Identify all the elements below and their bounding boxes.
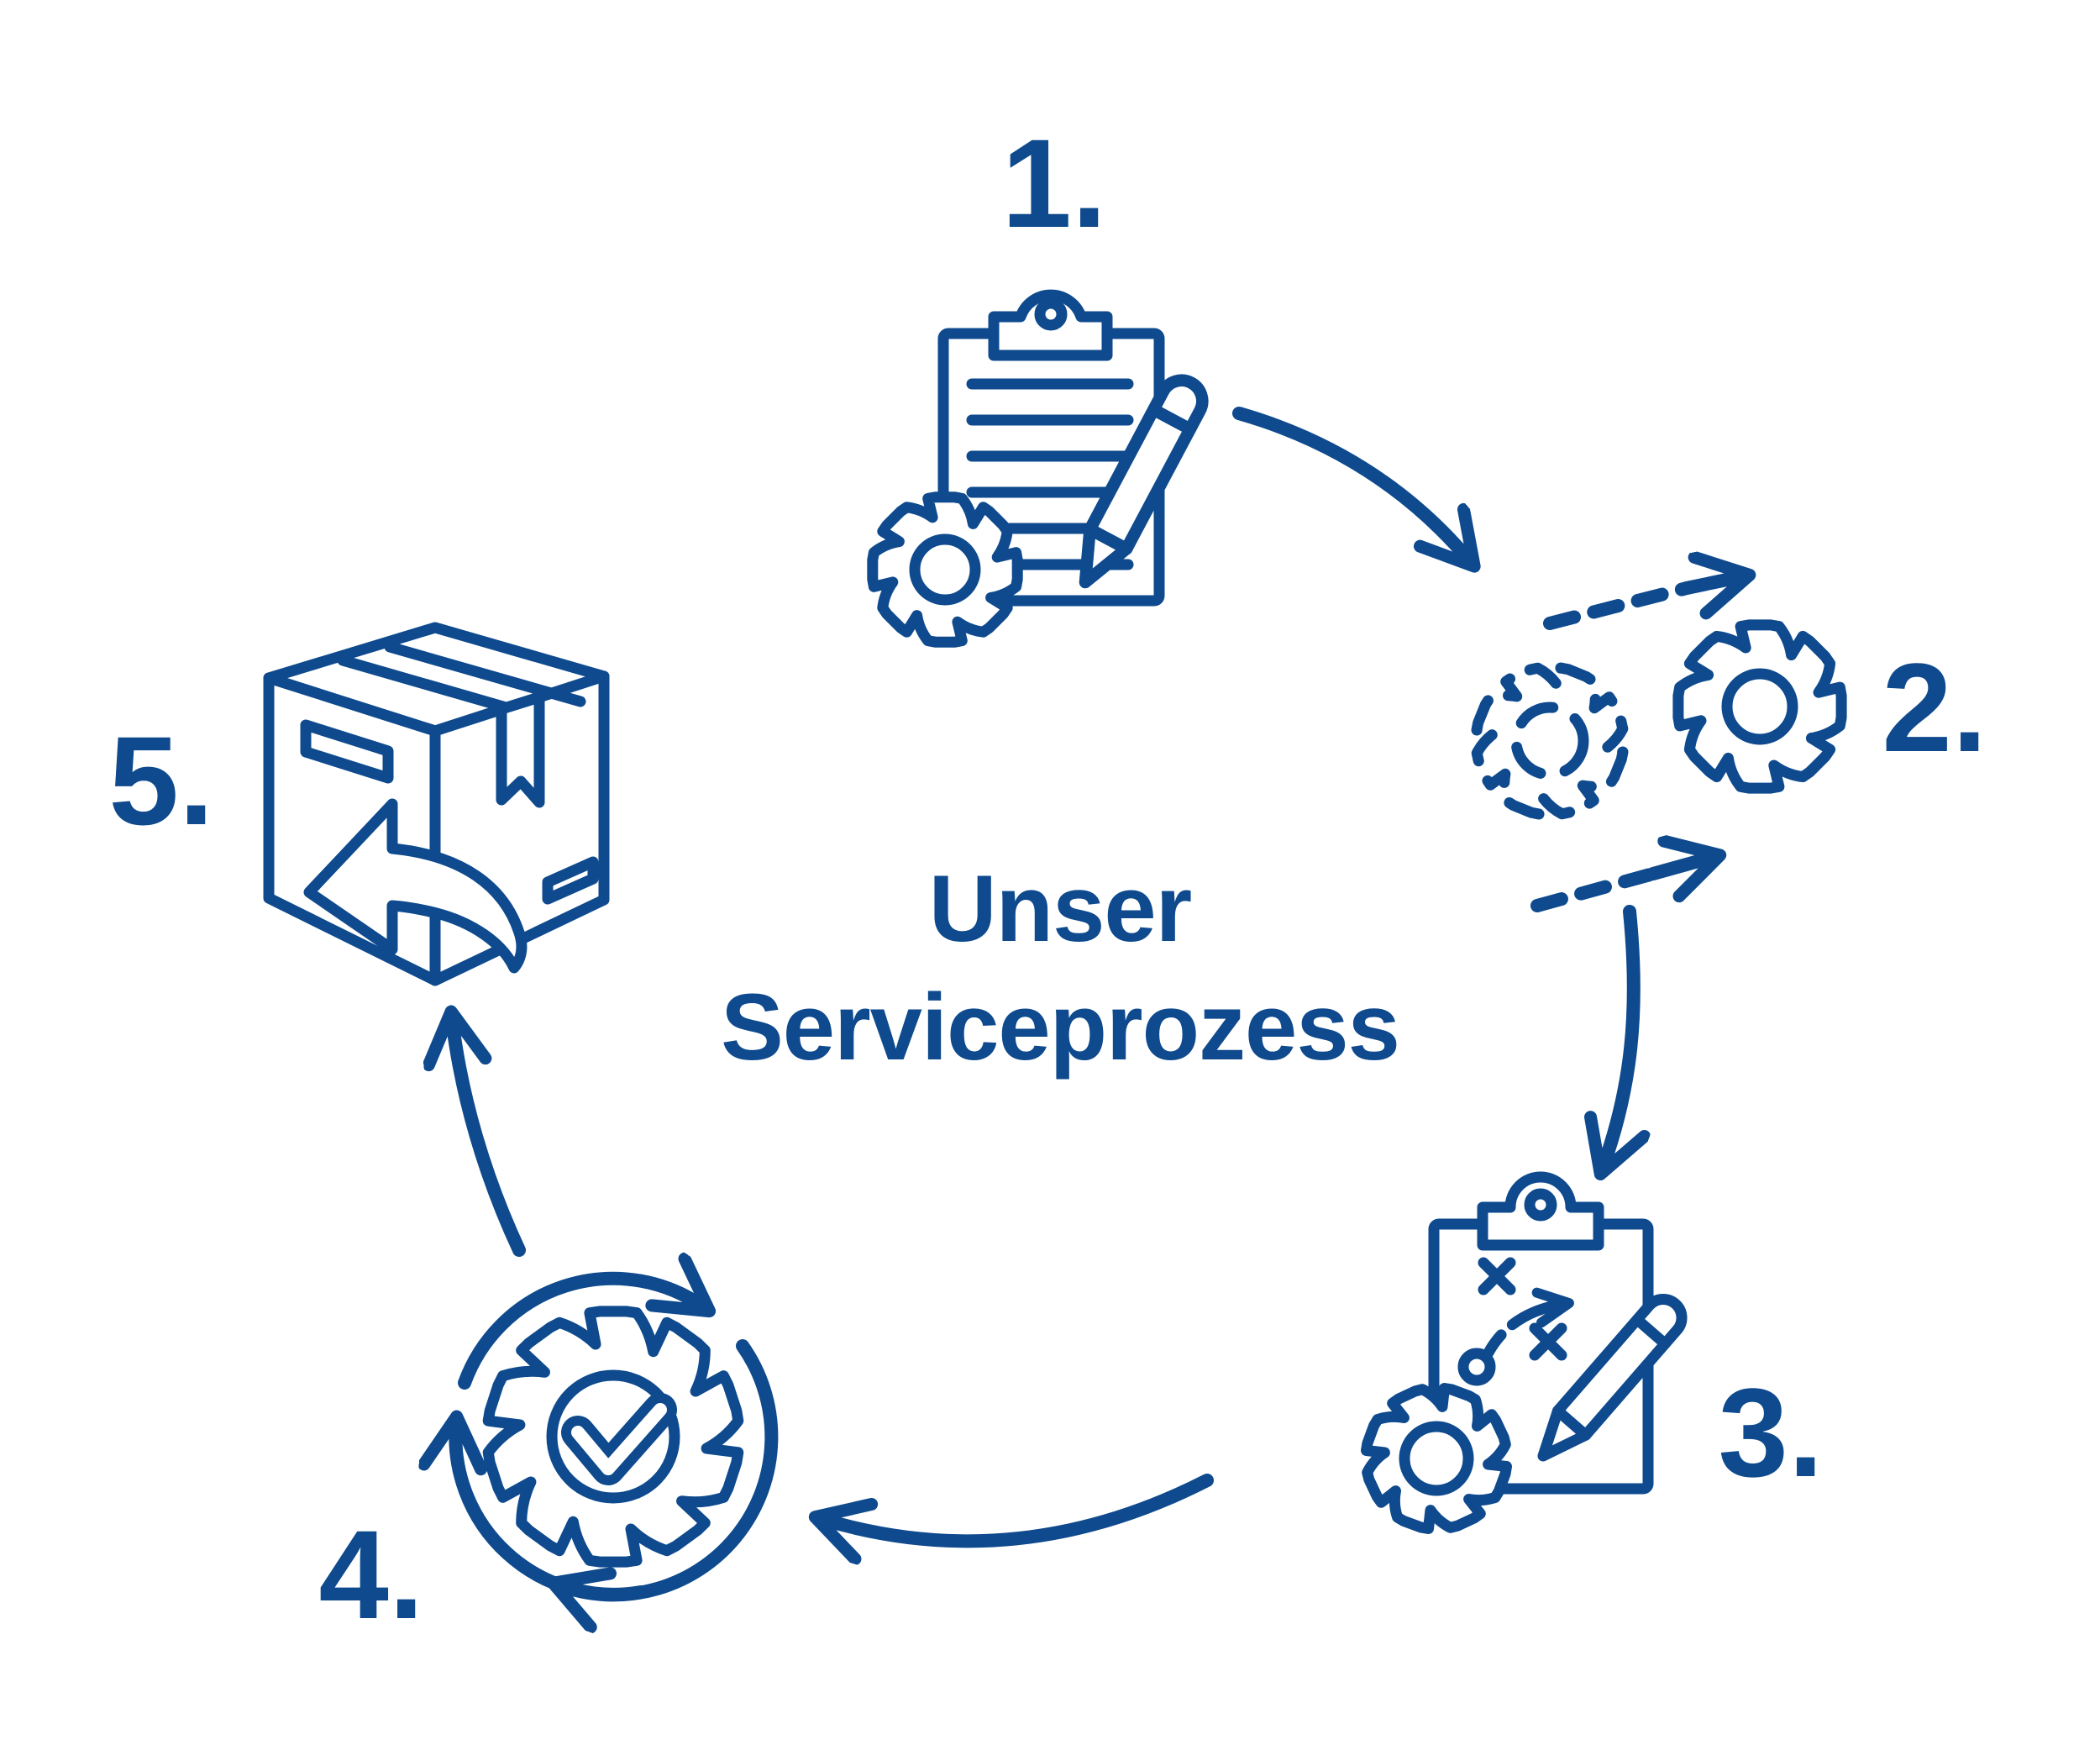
step-2-label: 2. (1882, 637, 1987, 778)
pencil-icon (1079, 374, 1209, 589)
gear-dashed-hub (1510, 702, 1589, 780)
box-flap (496, 691, 545, 808)
gear-hub (1721, 668, 1798, 745)
dashed-arrow-down-head (1646, 857, 1714, 874)
strategy-path-arrow (1483, 1287, 1574, 1358)
arrow-step1-to-step2 (1232, 407, 1470, 561)
step-4-label: 4. (318, 1504, 424, 1645)
arrow-step3-to-step4 (822, 1474, 1214, 1541)
diagram-title-line2: Serviceprozess (721, 975, 1400, 1080)
clip-ring (1524, 1188, 1557, 1222)
cycle-arc-arrows (455, 1279, 779, 1595)
step-5-icon (263, 622, 610, 986)
step-3-icon (1361, 1171, 1688, 1534)
diagram-title-line1: Unser (928, 855, 1192, 961)
step-2-icon (1471, 576, 1847, 912)
strategy-x-marks (1478, 1257, 1567, 1361)
arrow-step2-to-step3 (1603, 905, 1634, 1168)
box-label (300, 719, 394, 784)
dashed-arrow-up (1543, 581, 1693, 630)
cycle-arrows (452, 407, 1634, 1541)
pencil-icon (1537, 1293, 1688, 1462)
diagram-title: Unser Serviceprozess (721, 849, 1400, 1086)
step-5-label: 5. (108, 710, 214, 851)
package-box-icon (263, 622, 610, 986)
arrow-step4-to-step5 (452, 1018, 526, 1257)
step-1-label: 1. (1001, 113, 1107, 254)
step-3-label: 3. (1718, 1362, 1824, 1503)
check-icon (561, 1393, 677, 1485)
gear-hub (909, 533, 981, 606)
strategy-start-dot (1457, 1348, 1496, 1386)
dashed-arrow-down (1530, 867, 1660, 912)
gear-outline-dashed-icon (1471, 662, 1629, 820)
dashed-arrow-up-head (1680, 576, 1743, 588)
step-4-icon (455, 1279, 779, 1595)
return-arrow-icon (303, 798, 528, 974)
step-1-icon (867, 289, 1209, 648)
clip-ring (1034, 297, 1068, 331)
gear-hub (1399, 1421, 1474, 1496)
box-label-small (542, 856, 599, 905)
